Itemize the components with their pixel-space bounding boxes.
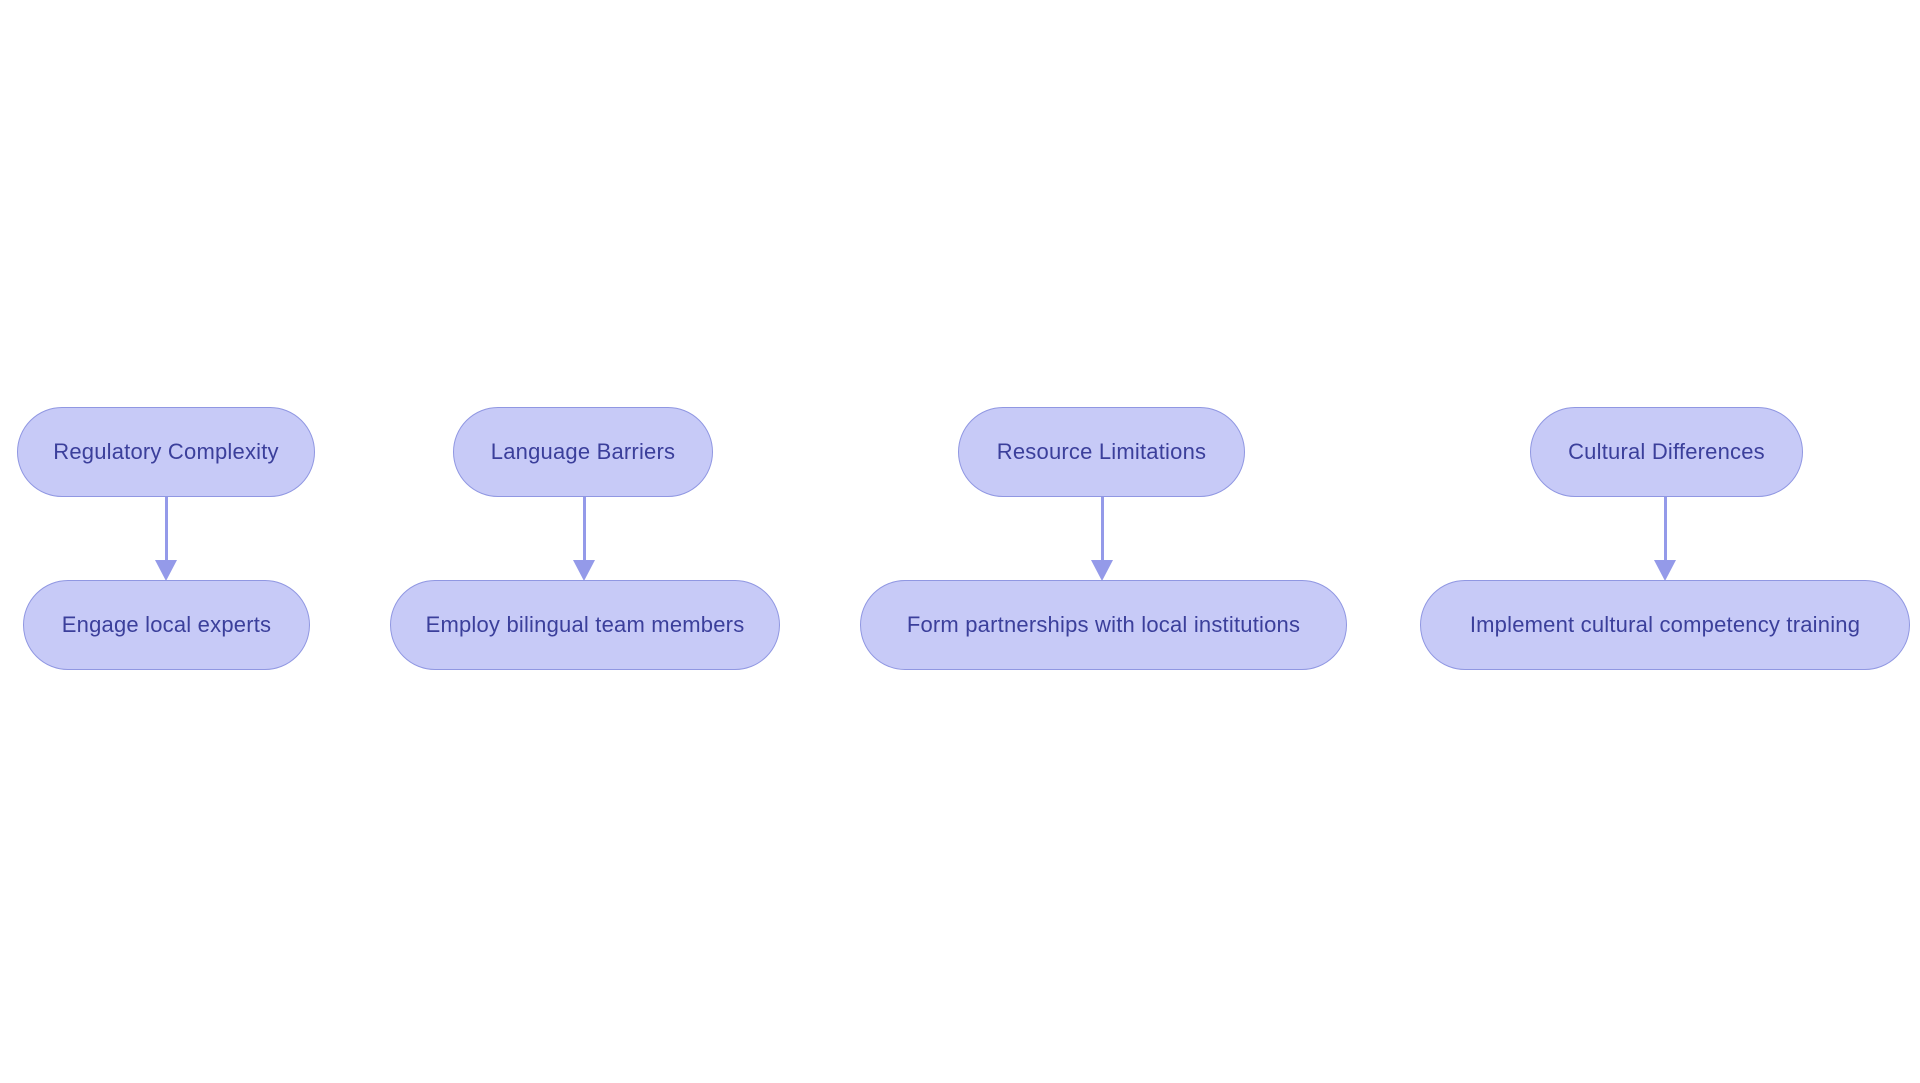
node-regulatory-complexity: Regulatory Complexity: [17, 407, 315, 497]
node-language-barriers: Language Barriers: [453, 407, 713, 497]
arrow-head-icon: [573, 560, 595, 581]
arrow-line: [164, 497, 168, 562]
node-resource-limitations: Resource Limitations: [958, 407, 1245, 497]
arrow-line: [1663, 497, 1667, 562]
arrow-language-to-bilingual: [572, 497, 596, 581]
arrow-line: [582, 497, 586, 562]
arrow-head-icon: [155, 560, 177, 581]
node-engage-local-experts: Engage local experts: [23, 580, 310, 670]
node-form-partnerships-local-institutions: Form partnerships with local institution…: [860, 580, 1347, 670]
arrow-line: [1100, 497, 1104, 562]
node-employ-bilingual-team-members: Employ bilingual team members: [390, 580, 780, 670]
node-implement-cultural-competency-training: Implement cultural competency training: [1420, 580, 1910, 670]
node-cultural-differences: Cultural Differences: [1530, 407, 1803, 497]
arrow-regulatory-to-experts: [154, 497, 178, 581]
arrow-head-icon: [1654, 560, 1676, 581]
arrow-head-icon: [1091, 560, 1113, 581]
arrow-cultural-to-training: [1653, 497, 1677, 581]
arrow-resource-to-partnerships: [1090, 497, 1114, 581]
